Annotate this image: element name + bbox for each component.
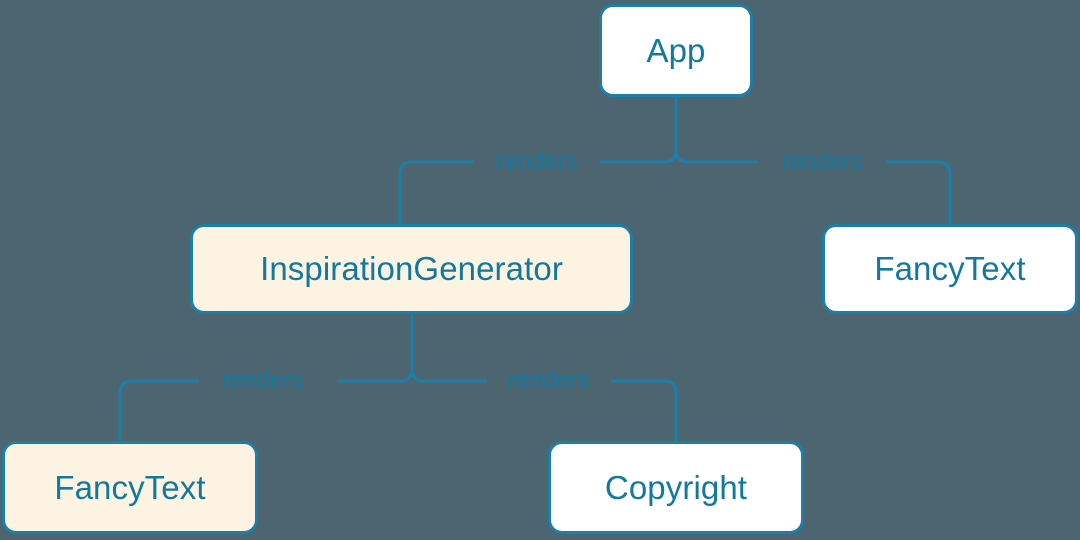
node-fancytext-right-label: FancyText xyxy=(874,250,1026,287)
edge-label-app-to-inspiration-generator: renders xyxy=(496,148,578,175)
edge-app-stem xyxy=(663,97,678,164)
node-fancytext-right[interactable]: FancyText xyxy=(822,224,1078,314)
node-fancytext-left-label: FancyText xyxy=(54,468,206,506)
edge-app-to-inspiration xyxy=(398,160,664,224)
edge-inspiration-to-fancytext-left xyxy=(118,379,400,441)
node-app[interactable]: App xyxy=(599,4,753,97)
edge-label-app-to-fancytext: renders xyxy=(781,148,863,175)
edge-label-inspiration-generator-to-fancytext: renders xyxy=(221,367,303,394)
edge-inspiration-to-copyright xyxy=(424,379,678,441)
node-copyright[interactable]: Copyright xyxy=(548,441,804,534)
node-fancytext-left[interactable]: FancyText xyxy=(2,441,258,534)
edge-inspiration-stem xyxy=(399,314,414,383)
node-copyright-label: Copyright xyxy=(604,468,748,506)
edge-label-inspiration-generator-to-copyright: renders xyxy=(508,367,590,394)
node-app-label: App xyxy=(646,31,706,69)
edge-app-stem-right xyxy=(674,149,689,164)
node-inspiration-generator-label: InspirationGenerator xyxy=(260,250,563,287)
edge-inspiration-stem-right xyxy=(410,368,425,383)
edge-app-to-fancytext-right xyxy=(688,160,952,224)
node-inspiration-generator[interactable]: InspirationGenerator xyxy=(190,224,633,314)
